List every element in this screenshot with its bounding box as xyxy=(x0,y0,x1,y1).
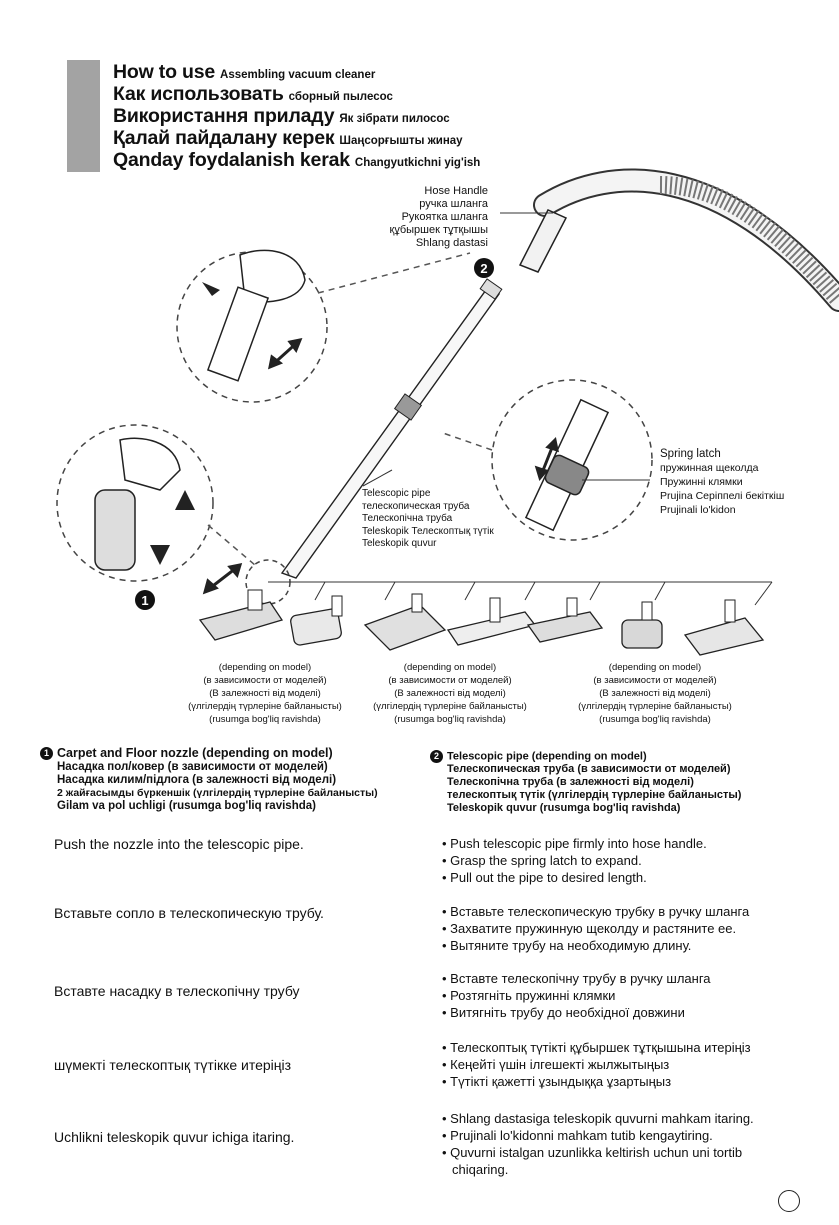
push-arrow-icon xyxy=(202,282,220,296)
marker-2-circle xyxy=(474,258,494,278)
list-item: Вставьте телескопическую трубку в ручку … xyxy=(442,903,749,920)
bullets-kk: Телескоптық түтікті құбыршек тұтқышына и… xyxy=(442,1039,751,1090)
nozzle-parquet xyxy=(683,599,765,656)
hose-handle xyxy=(518,209,568,273)
depending-note-1: (depending on model) (в зависимости от м… xyxy=(188,662,342,725)
zoom-nozzle-lead xyxy=(207,524,256,566)
list-item: Push telescopic pipe firmly into hose ha… xyxy=(442,835,707,852)
nozzle-hard-floor xyxy=(446,597,537,646)
list-item: Grasp the spring latch to expand. xyxy=(442,852,707,869)
depending-note-2: (depending on model) (в зависимости от м… xyxy=(373,662,527,725)
instruction-ru: Вставьте сопло в телескопическую трубу. xyxy=(54,905,324,921)
list-item: Витягніть трубу до необхідної довжини xyxy=(442,1004,711,1021)
list-item: Телескоптық түтікті құбыршек тұтқышына и… xyxy=(442,1039,750,1056)
header-gray-bar xyxy=(67,60,100,172)
bullets-uz: Shlang dastasiga teleskopik quvurni mahk… xyxy=(442,1110,754,1178)
list-item: Розтягніть пружинні клямки xyxy=(442,987,711,1004)
zoom-hose-pipe xyxy=(206,286,270,382)
nozzle-option-leaders xyxy=(314,581,773,606)
marker-1-circle xyxy=(135,590,155,610)
telescopic-leader xyxy=(362,469,393,487)
bullets-ru: Вставьте телескопическую трубку в ручку … xyxy=(442,903,749,954)
zoom-nozzle-hand xyxy=(119,437,181,491)
nozzle-turbo-small xyxy=(290,595,343,646)
latch-arrow-icon xyxy=(534,436,559,482)
marker-2-text: 2 xyxy=(480,261,487,276)
list-item: Вставте телескопічну трубу в ручку шланг… xyxy=(442,970,710,987)
list-item: Pull out the pipe to desired length. xyxy=(442,869,707,886)
instruction-uk: Вставте насадку в телескопічну трубу xyxy=(54,983,300,999)
zoom-nozzle-neck xyxy=(94,489,136,571)
page-number-circle xyxy=(778,1190,800,1212)
list-item: Вытяните трубу на необходимую длину. xyxy=(442,937,749,954)
list-item: Shlang dastasiga teleskopik quvurni mahk… xyxy=(442,1110,754,1127)
nozzle-mini-turbo xyxy=(621,601,663,649)
hose-ribs xyxy=(659,176,839,306)
up-arrow-icon xyxy=(175,490,195,510)
double-arrow-icon xyxy=(267,337,303,370)
hose-handle-label: Hose Handle ручка шланга Рукоятка шланга… xyxy=(389,185,488,249)
down-arrow-icon xyxy=(150,545,170,565)
assembly-illustration: 1 2 xyxy=(56,168,839,656)
section-2-number: 2 xyxy=(430,750,443,763)
list-item: Quvurni istalgan uzunlikka keltirish uch… xyxy=(442,1144,754,1161)
list-item: Кеңейті үшін ілгешекті жылжытыңыз xyxy=(442,1056,751,1073)
list-item: Түтікті қажетті ұзындыққа ұзартыңыз xyxy=(442,1073,751,1090)
bullets-en: Push telescopic pipe firmly into hose ha… xyxy=(442,835,707,886)
instruction-kk: шүмекті телескоптық түтікке итеріңіз xyxy=(54,1057,292,1073)
zoom-hose-lead xyxy=(317,252,471,294)
instruction-en: Push the nozzle into the telescopic pipe… xyxy=(54,836,304,852)
pipe-collar-top xyxy=(479,278,503,300)
instruction-uz: Uchlikni teleskopik quvur ichiga itaring… xyxy=(54,1129,295,1145)
spring-latch-label: Spring latch пружинная щеколда Пружинні … xyxy=(660,448,785,516)
nozzle-turbo-wide xyxy=(363,593,447,651)
depending-note-3: (depending on model) (в зависимости от м… xyxy=(578,662,732,725)
nozzle-combo xyxy=(526,597,604,643)
list-item: chiqaring. xyxy=(452,1162,509,1177)
telescopic-pipe-label: Telescopic pipe телескопическая труба Те… xyxy=(362,488,494,549)
nozzle-carpet-floor xyxy=(198,589,284,641)
zoom-latch-ring xyxy=(544,454,590,496)
joint-double-arrow-icon xyxy=(202,563,243,595)
list-item: Захватите пружинную щеколду и растяните … xyxy=(442,920,749,937)
list-item: Prujinali lo'kidonni mahkam tutib kengay… xyxy=(442,1127,754,1144)
marker-1-text: 1 xyxy=(141,593,148,608)
bullets-uk: Вставте телескопічну трубу в ручку шланг… xyxy=(442,970,711,1021)
section-1-number: 1 xyxy=(40,747,53,761)
zoom-latch-lead xyxy=(439,431,493,451)
spring-latch-ring xyxy=(393,393,423,421)
